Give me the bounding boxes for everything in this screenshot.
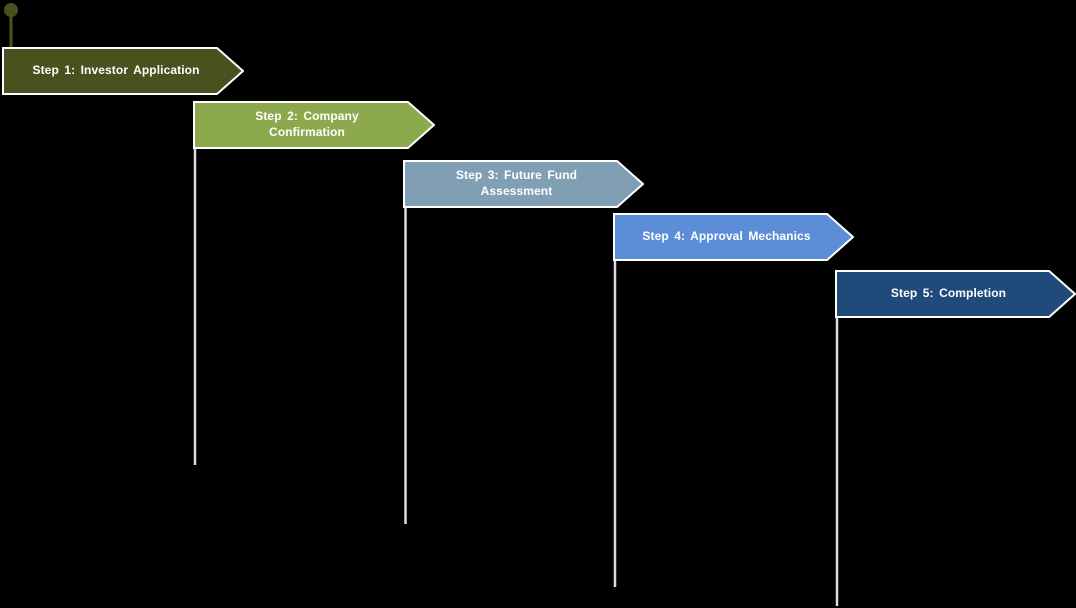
- start-milestone-icon: [4, 3, 18, 17]
- step-label-5: Step 5: Completion: [890, 286, 1007, 301]
- step-arrow-5: Step 5: Completion: [835, 270, 1076, 318]
- start-milestone-stem: [9, 14, 13, 48]
- step-arrow-5-shape: [835, 270, 1076, 318]
- step-label-3: Step 3: Future Fund Assessment: [455, 168, 578, 198]
- step-arrow-1: Step 1: Investor Application: [2, 47, 244, 95]
- step-label-1: Step 1: Investor Application: [32, 63, 200, 78]
- step-arrow-1-shape: [2, 47, 244, 95]
- step-arrow-4: Step 4: Approval Mechanics: [613, 213, 854, 261]
- step-arrow-4-shape: [613, 213, 854, 261]
- step-arrow-2: Step 2: Company Confirmation: [193, 101, 435, 149]
- step-arrow-2-shape: [193, 101, 435, 149]
- step-arrow-3: Step 3: Future Fund Assessment: [403, 160, 644, 208]
- step-label-4: Step 4: Approval Mechanics: [642, 229, 811, 244]
- step-label-2: Step 2: Company Confirmation: [255, 109, 359, 139]
- step-arrow-3-shape: [403, 160, 644, 208]
